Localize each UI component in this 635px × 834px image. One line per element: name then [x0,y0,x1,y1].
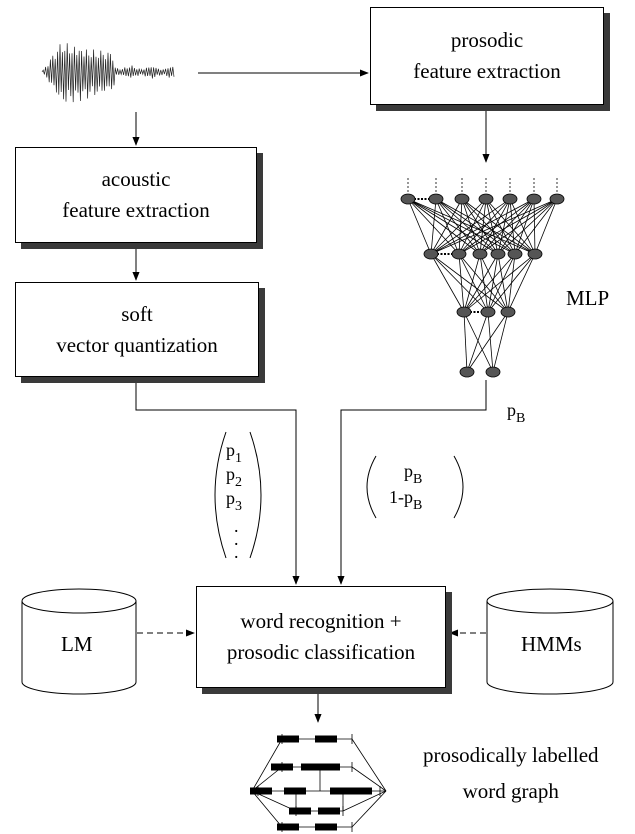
hmms-label: HMMs [521,632,582,656]
pb-symbol: p [507,400,516,420]
vector-entry: p2 [226,464,242,490]
acoustic-feature-extraction-box: acoustic feature extraction [15,147,257,243]
vector-entry: p3 [226,488,242,514]
lm-label: LM [61,632,93,656]
word-graph-icon [250,734,387,832]
prob-vector-left-paren [366,455,377,519]
output-graph-line: word graph [462,779,559,803]
arrow-mlp-to-recognizer [337,380,487,585]
output-graph-label: prosodically labelled word graph [423,737,599,809]
vector-entry: p1 [226,440,242,466]
arrow-vq-to-recognizer [135,377,300,585]
prosodic-feature-extraction-box: prosodic feature extraction [370,7,604,105]
vq-vector-left-paren [214,431,227,559]
output-graph-line: prosodically labelled [423,743,599,767]
box-line: word recognition + [240,609,402,633]
pb-output-label: pB [507,400,525,429]
box-line: feature extraction [62,198,210,222]
vector-entry: 1-pB [389,487,423,513]
prob-vector-right-paren [453,455,464,519]
box-line: soft [121,301,153,326]
hmms-database-icon [486,588,614,695]
vq-vector-dots: . [234,542,239,562]
box-line: prosodic [450,28,524,52]
box-line: acoustic [101,167,171,191]
vq-vector-dots: . [234,516,239,536]
pb-subscript: B [516,411,526,426]
word-recognition-box: word recognition + prosodic classificati… [196,586,446,688]
vq-vector-right-paren [249,431,262,559]
vector-entry: pB [404,461,423,487]
mlp-label: MLP [566,286,610,310]
lm-database-icon [21,588,137,695]
vq-vector-dots: . [234,529,239,549]
box-line: feature extraction [413,59,561,83]
soft-vector-quantization-box: soft vector quantization [15,282,259,377]
speech-waveform-icon [41,43,175,103]
box-line: prosodic classification [226,640,416,664]
box-line: vector quantization [56,332,218,357]
mlp-network [400,178,565,378]
